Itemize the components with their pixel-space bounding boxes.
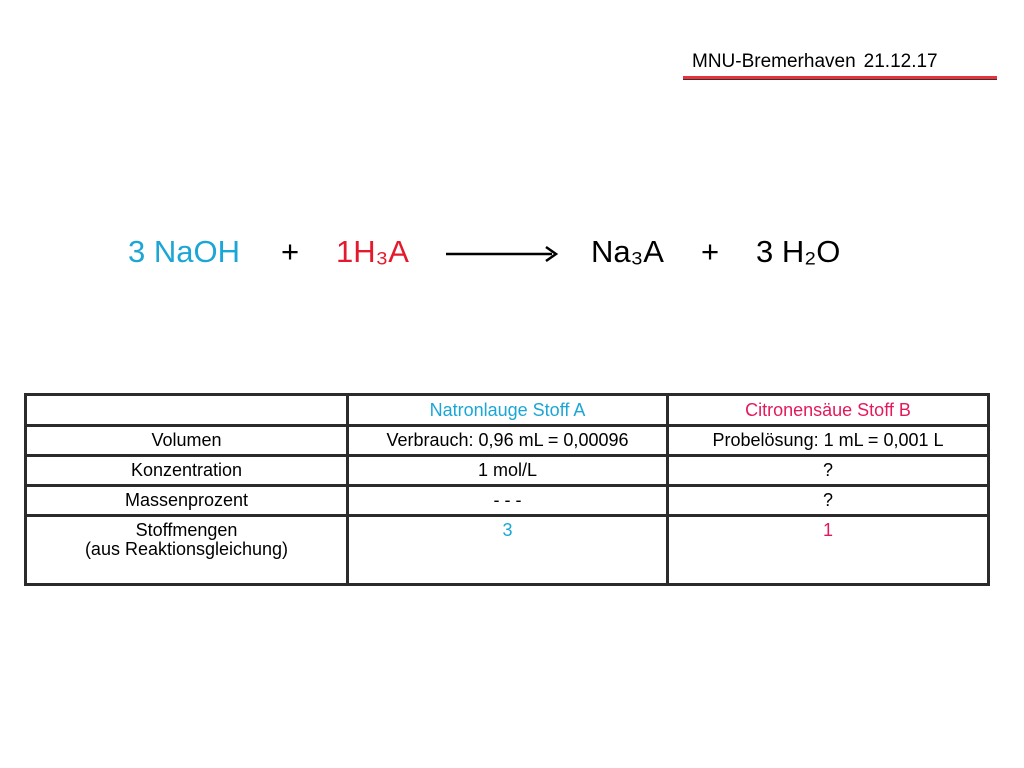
data-table: Natronlauge Stoff A Citronensäue Stoff B… bbox=[24, 393, 990, 586]
product-na3a: Na₃A bbox=[591, 234, 664, 269]
product-h2o: 3 H₂O bbox=[756, 234, 841, 269]
row-label-line1: Stoffmengen bbox=[135, 520, 238, 540]
right-arrow-icon bbox=[446, 245, 559, 263]
header-cell-natronlauge: Natronlauge Stoff A bbox=[346, 393, 669, 427]
table-row: Volumen Verbrauch: 0,96 mL = 0,00096 Pro… bbox=[24, 424, 990, 457]
row-label: Volumen bbox=[24, 424, 349, 457]
reactant-h3a: 1H₃A bbox=[336, 234, 409, 269]
row-label: Konzentration bbox=[24, 454, 349, 487]
cell-b: ? bbox=[666, 484, 990, 517]
table-row: Konzentration 1 mol/L ? bbox=[24, 454, 990, 487]
cell-b: 1 bbox=[666, 514, 990, 586]
plus-sign-2: + bbox=[701, 234, 720, 269]
cell-a: 3 bbox=[346, 514, 669, 586]
header-cell-citronensaeure: Citronensäue Stoff B bbox=[666, 393, 990, 427]
header-underline bbox=[683, 76, 997, 80]
header: MNU-Bremerhaven 21.12.17 bbox=[692, 50, 938, 74]
table-row: Massenprozent - - - ? bbox=[24, 484, 990, 517]
reactant-naoh: 3 NaOH bbox=[128, 234, 240, 269]
header-event: MNU-Bremerhaven bbox=[692, 51, 856, 72]
row-label-line2: (aus Reaktionsgleichung) bbox=[84, 539, 289, 559]
cell-a: 1 mol/L bbox=[346, 454, 669, 487]
cell-a: - - - bbox=[346, 484, 669, 517]
header-date: 21.12.17 bbox=[863, 51, 938, 72]
header-cell-empty bbox=[24, 393, 349, 427]
cell-b: Probelösung: 1 mL = 0,001 L bbox=[666, 424, 990, 457]
cell-a: Verbrauch: 0,96 mL = 0,00096 bbox=[346, 424, 669, 457]
row-label: Massenprozent bbox=[24, 484, 349, 517]
table-header-row: Natronlauge Stoff A Citronensäue Stoff B bbox=[24, 393, 990, 427]
plus-sign-1: + bbox=[281, 234, 300, 269]
cell-b: ? bbox=[666, 454, 990, 487]
table-row: Stoffmengen (aus Reaktionsgleichung) 3 1 bbox=[24, 514, 990, 586]
row-label: Stoffmengen (aus Reaktionsgleichung) bbox=[24, 514, 349, 586]
